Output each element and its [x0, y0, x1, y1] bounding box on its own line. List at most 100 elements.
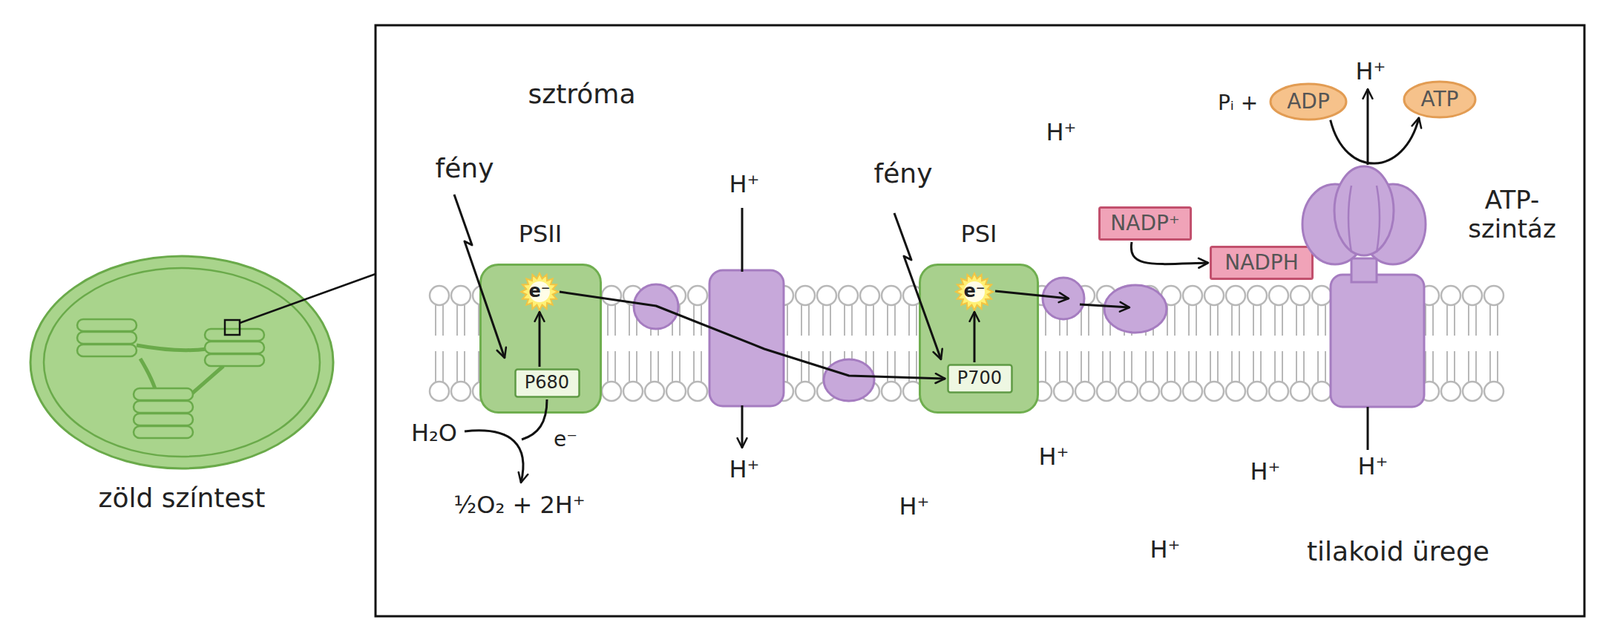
box-outline: [1211, 247, 1313, 280]
chloroplast-shape: [28, 254, 335, 470]
synthase-detail: [1348, 185, 1380, 253]
lipid-tail: [1087, 305, 1090, 336]
text-holder: H⁺: [1358, 452, 1389, 481]
text-holder: NADP⁺: [1110, 211, 1180, 236]
box-outline: [515, 369, 579, 398]
text-holder: H⁺: [729, 455, 760, 484]
lipid-tail: [822, 305, 824, 336]
proton-label: H⁺: [899, 492, 930, 521]
lipid-head: [1441, 285, 1461, 306]
lipid-tail: [1152, 351, 1154, 382]
lipid-tail: [650, 351, 652, 382]
lipid-tail: [1467, 351, 1470, 382]
text-holder: ½O₂ + 2H⁺: [453, 491, 586, 519]
granum-disc: [77, 319, 137, 331]
lipid-head: [1462, 285, 1483, 306]
lipid-head: [1096, 381, 1117, 401]
proton-label: H⁺: [1038, 443, 1070, 471]
lipid-tail: [671, 351, 674, 382]
electron-label: e⁻: [553, 427, 578, 452]
text-holder: sztróma: [528, 78, 636, 110]
proton-label: H⁺: [729, 170, 760, 199]
lipid-head: [881, 381, 901, 401]
lipid-tail: [1058, 351, 1061, 382]
lipid-tail: [886, 305, 889, 336]
lipid-tail: [1188, 351, 1190, 382]
lipid-tail: [1166, 351, 1169, 382]
photosystem-ii-label: PSII: [518, 220, 562, 248]
lipid-tail: [1489, 305, 1491, 336]
atp-oval-label: ATP: [1421, 87, 1459, 112]
lipid-head: [1441, 381, 1461, 401]
lipid-head: [429, 381, 449, 401]
synthase-stalk: [1351, 258, 1377, 283]
lipid-head: [451, 381, 471, 401]
lipid-head: [1247, 285, 1267, 306]
text-holder: PSII: [518, 220, 562, 248]
lipid-tail: [1252, 305, 1255, 336]
granum-disc: [77, 344, 137, 357]
lipid-tail: [1467, 305, 1470, 336]
text-holder: e⁻: [964, 281, 986, 303]
lipid-tail: [1453, 351, 1456, 382]
adp-oval-label: ADP: [1286, 89, 1330, 114]
lipid-tail: [1209, 305, 1212, 336]
photosystem-i: PSIe⁻P700: [918, 263, 1039, 414]
proton-label: H⁺: [1150, 535, 1181, 564]
lipid-tail: [1231, 305, 1233, 336]
lipid-tail: [800, 305, 803, 336]
connector-arrow: [538, 311, 542, 367]
text-holder: e⁻: [529, 281, 551, 303]
starburst: [520, 273, 559, 311]
text-holder: fény: [874, 158, 933, 189]
box-outline: [947, 365, 1012, 393]
water-label: H₂O: [411, 419, 458, 447]
lipid-tail: [1317, 351, 1319, 382]
text-holder: ATP-szintáz: [1450, 185, 1574, 244]
lipid-tail: [872, 305, 875, 336]
nadph-box: NADPH: [1209, 245, 1314, 280]
lipid-head: [1182, 381, 1203, 401]
lipid-tail: [628, 351, 631, 382]
text-holder: H₂O: [411, 419, 458, 447]
proton-label: H⁺: [1358, 452, 1389, 481]
zoom-leader: [239, 273, 376, 323]
lipid-head: [795, 381, 815, 401]
proton-label: H⁺: [729, 455, 760, 484]
lipid-tail: [1274, 351, 1276, 382]
lipid-tail: [1080, 351, 1083, 382]
lipid-tail: [1145, 351, 1147, 382]
lipid-tail: [865, 305, 867, 336]
lipid-tail: [1102, 351, 1104, 382]
lipid-head: [429, 285, 449, 306]
detail-panel: [375, 25, 1585, 616]
text-holder: e⁻: [553, 427, 578, 452]
lipid-head: [817, 285, 837, 306]
lipid-tail: [1303, 305, 1305, 336]
lipid-tail: [1281, 351, 1284, 382]
text-holder: ADP: [1286, 89, 1330, 114]
oval-outline: [1270, 83, 1347, 120]
excited-electron-label: e⁻: [964, 281, 986, 303]
connector-arrow: [559, 291, 946, 379]
phosphate-label: Pᵢ +: [1217, 91, 1258, 116]
text-holder: H⁺: [1038, 443, 1070, 471]
text-holder: P700: [957, 368, 1002, 389]
atp-synthase: ATP-szintáz: [1300, 164, 1428, 410]
region-label: sztróma: [528, 78, 636, 110]
product-label: ½O₂ + 2H⁺: [453, 491, 586, 519]
lipid-head: [1118, 381, 1138, 401]
granum-disc: [204, 353, 265, 366]
lipid-tail: [1252, 351, 1255, 382]
lipid-tail: [1130, 351, 1133, 382]
nadp-box: NADP⁺: [1098, 206, 1192, 241]
granum-disc: [133, 425, 193, 438]
connector-arrow: [1330, 117, 1419, 165]
lipid-tail: [463, 305, 466, 336]
connector-arrow: [973, 311, 976, 363]
lipid-tail: [1432, 305, 1434, 336]
lipid-tail: [614, 305, 616, 336]
connector-arrow: [1130, 241, 1209, 265]
